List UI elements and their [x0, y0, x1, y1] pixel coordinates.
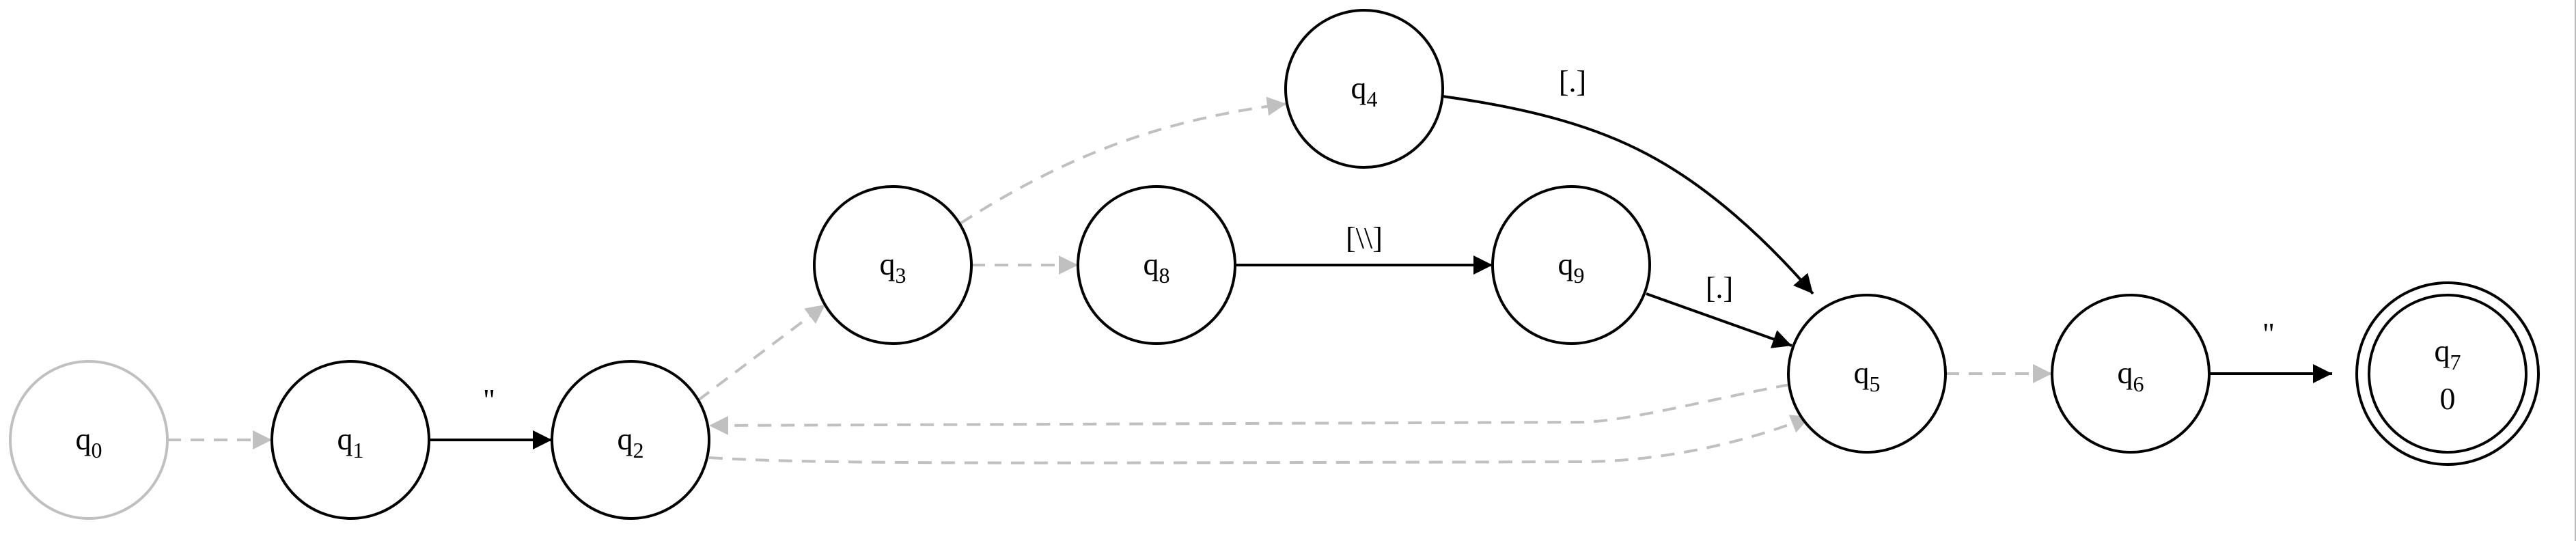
state-circle	[2368, 294, 2527, 454]
state-circle	[1284, 9, 1444, 169]
state-label-base: q	[618, 421, 633, 456]
state-q6: q6	[2051, 294, 2211, 454]
state-label-subscript: 6	[2133, 372, 2144, 396]
state-label: q8	[1144, 247, 1170, 288]
right-border	[2575, 0, 2576, 541]
state-label-subscript: 7	[2450, 350, 2461, 374]
state-label-subscript: 8	[1159, 263, 1170, 288]
state-q2: q2	[551, 360, 710, 520]
state-label-base: q	[1854, 355, 1870, 390]
state-label: q6	[2118, 355, 2144, 396]
state-label: q7	[2435, 333, 2461, 374]
state-label-subscript: 4	[1367, 87, 1378, 111]
state-circle	[813, 185, 973, 345]
transition-label-q6-q7: "	[2262, 317, 2275, 350]
state-q1: q1	[271, 360, 430, 520]
state-label: q3	[880, 247, 906, 288]
state-circle	[2051, 294, 2211, 454]
transition-q2-q5-epsilon	[708, 415, 1811, 464]
state-label: q2	[618, 421, 644, 462]
transition-q9-q5	[1646, 292, 1792, 348]
transitions-layer	[167, 95, 2332, 464]
state-label-base: q	[2435, 333, 2450, 368]
state-output-value: 0	[2440, 381, 2456, 416]
state-label: q4	[1351, 70, 1378, 111]
state-q4: q4	[1284, 9, 1444, 169]
state-circle	[551, 360, 710, 520]
transition-label-q1-q2: "	[483, 383, 495, 417]
state-circle	[1787, 294, 1947, 454]
transition-label-q9-q5: [.]	[1706, 271, 1733, 305]
state-label: q9	[1558, 247, 1585, 288]
state-label: q0	[76, 421, 102, 462]
state-label-subscript: 0	[92, 438, 102, 462]
state-label-base: q	[1351, 70, 1367, 105]
state-circle	[1077, 185, 1236, 345]
transition-labels-layer: " [.] [\\] [.] "	[483, 65, 2275, 417]
state-q7: q7 0	[2355, 281, 2540, 466]
state-q3: q3	[813, 185, 973, 345]
transition-q4-q5	[1442, 95, 1814, 295]
state-label-subscript: 1	[353, 438, 364, 462]
state-label-base: q	[76, 421, 92, 456]
transition-label-q8-q9: [\\]	[1346, 221, 1383, 255]
transition-label-q4-q5: [.]	[1559, 65, 1586, 98]
state-label: q1	[337, 421, 364, 462]
state-q5: q5	[1787, 294, 1947, 454]
transition-q3-q4-epsilon	[959, 96, 1287, 225]
state-label: q5	[1854, 355, 1881, 396]
state-label-base: q	[337, 421, 353, 456]
transition-q2-q3-epsilon	[697, 303, 827, 402]
transition-q5-q2-epsilon	[708, 383, 1790, 435]
state-label-base: q	[1144, 247, 1159, 281]
state-label-subscript: 5	[1870, 372, 1881, 396]
state-circle	[271, 360, 430, 520]
state-label-base: q	[2118, 355, 2133, 390]
state-label-base: q	[1558, 247, 1574, 281]
state-circle	[9, 360, 169, 520]
state-label-base: q	[880, 247, 896, 281]
state-q0: q0	[9, 360, 169, 520]
state-label-subscript: 2	[633, 438, 644, 462]
state-circle	[1491, 185, 1651, 345]
state-label-subscript: 3	[896, 263, 906, 288]
state-q9: q9	[1491, 185, 1651, 345]
state-label-subscript: 9	[1574, 263, 1585, 288]
state-q8: q8	[1077, 185, 1236, 345]
